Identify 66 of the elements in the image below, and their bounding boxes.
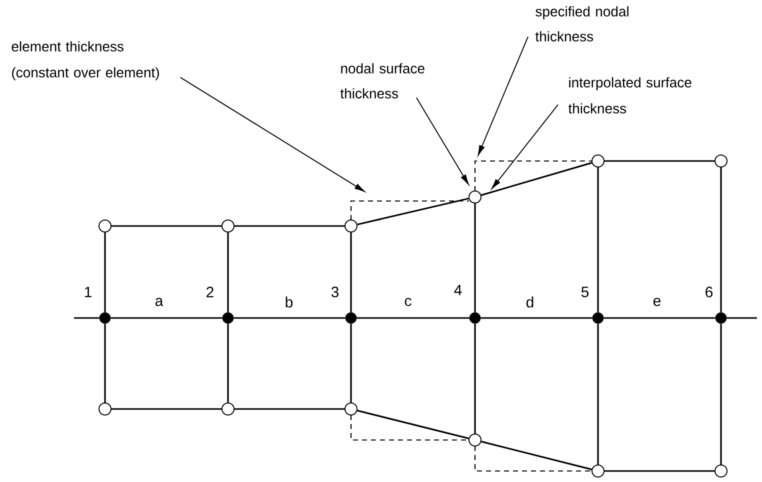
element-edge	[350, 232, 352, 312]
node-label: 2	[206, 286, 214, 298]
element-edge	[474, 324, 476, 434]
open-node-circle	[344, 220, 358, 232]
element-edge	[481, 440, 592, 470]
element-edge	[604, 470, 714, 472]
callout-text: interpolated surface thickness	[568, 77, 692, 114]
node-label: a	[155, 298, 164, 306]
open-node-circle	[468, 434, 482, 446]
element-edge	[234, 408, 344, 410]
element-edge	[104, 324, 106, 402]
element-edge	[227, 324, 229, 402]
element-edge	[234, 317, 346, 319]
leader-line	[492, 104, 558, 189]
leader-line	[180, 76, 365, 192]
open-node-circle	[714, 464, 728, 478]
solid-node-dot	[222, 312, 234, 324]
callout-text: nodal surface thickness	[340, 63, 424, 98]
leader-line	[416, 97, 469, 185]
node-label: 6	[706, 286, 713, 298]
element-edge	[604, 317, 716, 319]
node-label: e	[653, 298, 660, 306]
element-edge	[597, 168, 599, 312]
open-node-circle	[344, 402, 358, 416]
element-edge	[350, 324, 352, 402]
axis-line	[726, 317, 757, 319]
open-node-circle	[592, 464, 604, 478]
solid-node-dot	[715, 312, 727, 324]
element-edge	[357, 410, 469, 440]
element-edge	[357, 198, 469, 226]
element-edge	[474, 204, 476, 312]
element-edge	[234, 225, 344, 227]
solid-node-dot	[469, 312, 481, 324]
node-label: 3	[331, 286, 339, 298]
element-edge	[604, 160, 714, 162]
element-edge	[227, 232, 229, 312]
open-node-circle	[222, 402, 234, 416]
element-edge	[356, 317, 470, 319]
node-label: 5	[581, 286, 589, 298]
element-edge	[480, 317, 592, 319]
open-node-circle	[222, 220, 234, 232]
solid-node-dot	[99, 312, 111, 324]
element-edge	[720, 324, 722, 464]
node-label: c	[404, 298, 412, 306]
element-edge	[481, 162, 592, 196]
open-node-circle	[98, 220, 112, 232]
callout-text: specified nodal thickness	[535, 6, 628, 42]
element-edge	[104, 232, 106, 312]
node-label: 4	[454, 284, 462, 296]
open-node-circle	[98, 402, 112, 416]
leader-line	[478, 36, 528, 156]
solid-node-dot	[592, 312, 604, 324]
element-edge	[112, 225, 222, 227]
open-node-circle	[468, 190, 482, 204]
axis-line	[74, 317, 100, 319]
open-node-circle	[714, 154, 728, 168]
element-edge	[720, 168, 722, 312]
callout-text: element thickness (constant over element)	[12, 41, 159, 80]
element-edge	[597, 324, 599, 464]
node-label: d	[526, 296, 534, 308]
solid-node-dot	[345, 312, 357, 324]
node-label: 1	[84, 286, 92, 298]
node-label: b	[286, 296, 293, 308]
element-edge	[110, 317, 222, 319]
open-node-circle	[592, 154, 604, 168]
element-edge	[112, 408, 222, 410]
